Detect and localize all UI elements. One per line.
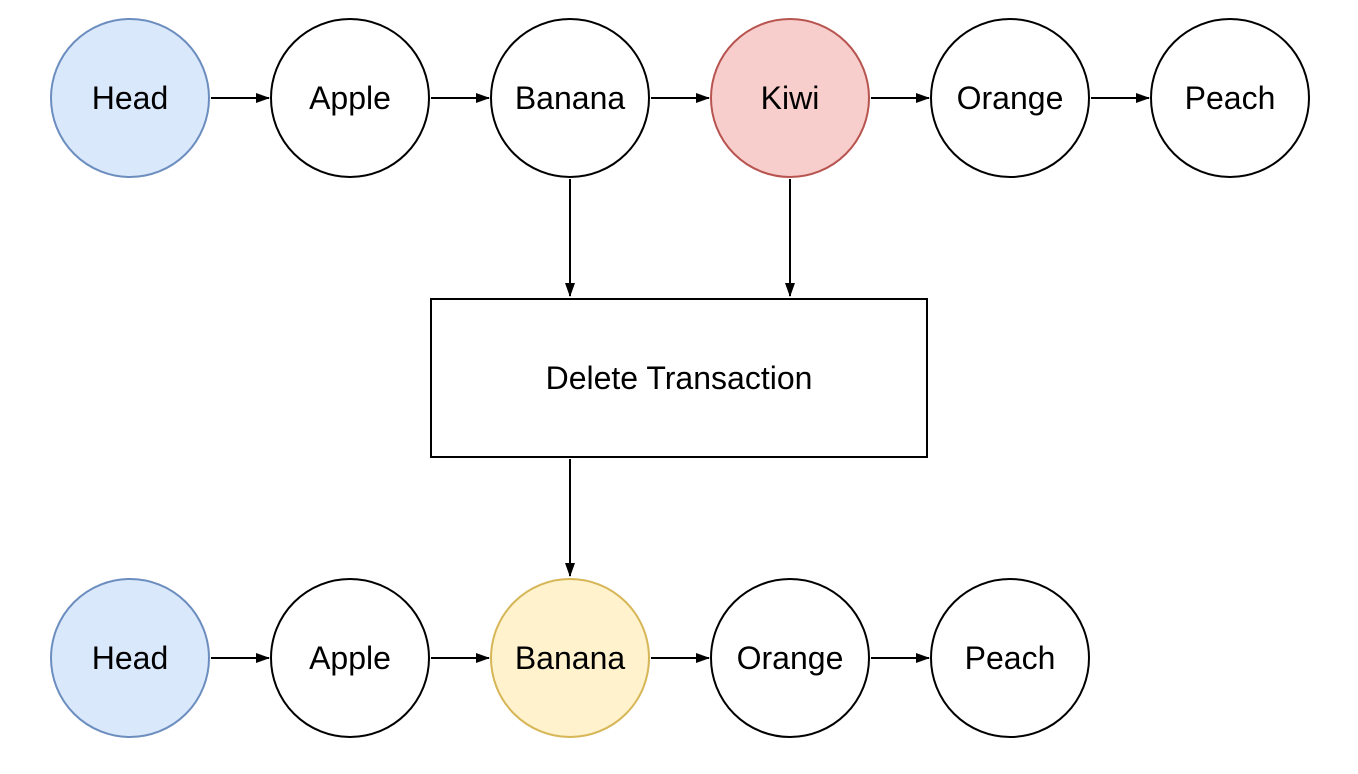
node-label: Apple	[309, 79, 391, 116]
node-top-apple: Apple	[270, 18, 430, 178]
node-top-banana: Banana	[490, 18, 650, 178]
node-label: Peach	[1184, 79, 1276, 116]
node-top-kiwi: Kiwi	[710, 18, 870, 178]
node-label: Peach	[964, 639, 1056, 676]
node-label: Head	[91, 79, 169, 116]
node-top-head: Head	[50, 18, 210, 178]
node-bottom-peach: Peach	[930, 578, 1090, 738]
node-label: Banana	[514, 639, 626, 676]
node-label: Orange	[736, 639, 844, 676]
node-bottom-orange: Orange	[710, 578, 870, 738]
process-box-delete-transaction: Delete Transaction	[430, 298, 928, 458]
node-bottom-banana: Banana	[490, 578, 650, 738]
node-bottom-head: Head	[50, 578, 210, 738]
node-bottom-apple: Apple	[270, 578, 430, 738]
node-top-peach: Peach	[1150, 18, 1310, 178]
node-label: Head	[91, 639, 169, 676]
process-box-label: Delete Transaction	[545, 359, 813, 396]
node-label: Orange	[956, 79, 1064, 116]
node-label: Apple	[309, 639, 391, 676]
node-label: Banana	[514, 79, 626, 116]
node-top-orange: Orange	[930, 18, 1090, 178]
node-label: Kiwi	[760, 79, 820, 116]
